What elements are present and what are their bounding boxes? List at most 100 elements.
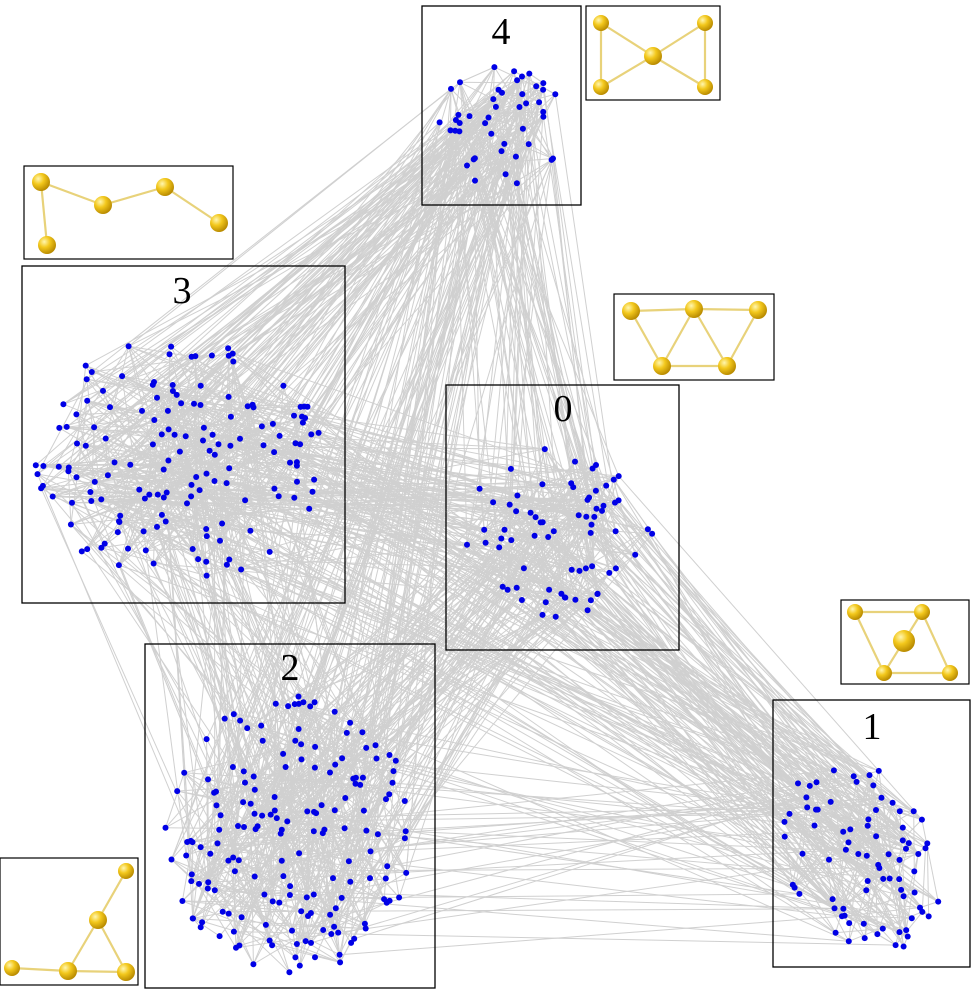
cluster-1-node xyxy=(781,833,788,840)
cluster-2-node xyxy=(373,755,380,762)
molecule-inset-cluster-1 xyxy=(840,599,970,685)
cluster-3-node xyxy=(203,470,210,477)
inter-cluster-edge xyxy=(523,567,869,820)
inter-cluster-edge xyxy=(230,445,868,827)
cluster-1-node xyxy=(873,807,879,813)
intra-cluster-edge xyxy=(895,911,923,946)
cluster-3-node xyxy=(73,411,80,418)
inter-cluster-edge xyxy=(216,156,517,806)
cluster-1-node xyxy=(910,808,917,815)
inter-cluster-edge xyxy=(484,123,537,518)
cluster-3-node xyxy=(275,493,282,500)
cluster-3-node xyxy=(227,442,234,449)
cluster-2-node xyxy=(318,802,325,809)
cluster-2-node xyxy=(188,871,195,878)
cluster-2-node xyxy=(401,835,408,842)
cluster-2-node xyxy=(251,873,258,880)
inter-cluster-edge xyxy=(207,544,468,889)
inter-cluster-edge xyxy=(200,79,518,387)
cluster-2-node xyxy=(291,701,298,708)
cluster-4-node xyxy=(525,141,532,148)
inter-cluster-edge xyxy=(590,532,869,827)
cluster-3-node xyxy=(280,382,287,389)
inter-cluster-edge xyxy=(509,504,870,776)
cluster-2-node xyxy=(278,857,285,864)
cluster-1-node xyxy=(863,887,870,894)
cluster-2-node xyxy=(259,737,266,744)
inter-cluster-edge xyxy=(354,774,870,940)
cluster-3-node xyxy=(315,429,322,436)
cluster-2-node xyxy=(332,905,339,912)
cluster-2-node xyxy=(307,910,314,916)
inter-cluster-edge xyxy=(152,384,284,755)
inter-cluster-edge xyxy=(101,483,543,549)
cluster-3-node xyxy=(151,417,158,423)
inter-cluster-edge xyxy=(296,465,843,917)
intra-cluster-edge xyxy=(265,924,366,929)
inter-cluster-edge xyxy=(322,158,554,931)
cluster-0-node xyxy=(546,586,553,593)
cluster-2-node xyxy=(389,779,396,786)
cluster-3-node xyxy=(203,533,210,540)
cluster-2-node xyxy=(374,831,381,838)
cluster-3-node xyxy=(141,495,148,502)
cluster-3-node xyxy=(200,424,207,431)
cluster-4-node xyxy=(457,79,463,86)
cluster-1-node xyxy=(903,927,910,934)
cluster-2-node xyxy=(307,703,314,710)
intra-cluster-edge xyxy=(128,345,174,386)
cluster-3-node xyxy=(271,485,278,492)
cluster-3-node xyxy=(193,474,200,480)
inter-cluster-edge xyxy=(191,356,300,854)
cluster-1-node xyxy=(830,767,837,774)
cluster-2-node xyxy=(251,786,258,793)
cluster-2-node xyxy=(235,857,242,864)
intra-cluster-edge xyxy=(926,843,930,917)
cluster-2-node xyxy=(187,837,194,844)
inter-cluster-edge xyxy=(157,494,255,814)
cluster-2-node xyxy=(250,773,257,780)
cluster-4-node xyxy=(464,162,470,169)
inter-cluster-edge xyxy=(67,470,239,827)
cluster-label-layer: 0 1 2 3 4 xyxy=(173,11,882,748)
cluster-3-node xyxy=(287,459,293,466)
cluster-4-node xyxy=(466,113,473,120)
inter-cluster-edge xyxy=(240,569,850,942)
cluster-0-box xyxy=(445,384,680,651)
cluster-3-node xyxy=(142,547,149,554)
inter-cluster-edge xyxy=(52,496,914,812)
cluster-2-node xyxy=(237,717,244,724)
intra-cluster-edge xyxy=(67,471,72,525)
cluster-3-box xyxy=(21,265,346,604)
cluster-0-node xyxy=(568,566,575,573)
intra-cluster-edge xyxy=(42,346,130,487)
cluster-3-node xyxy=(69,499,75,506)
cluster-4-node xyxy=(436,119,443,126)
cluster-3-node xyxy=(101,540,108,547)
cluster-0-node xyxy=(562,594,569,601)
cluster-2-node xyxy=(240,799,247,806)
cluster-1-node xyxy=(831,905,838,912)
inter-cluster-edge xyxy=(338,853,889,934)
inter-cluster-edge xyxy=(330,568,525,935)
cluster-3-node xyxy=(78,548,85,555)
inter-cluster-edge xyxy=(171,122,461,860)
cluster-2-node xyxy=(197,844,204,851)
inter-cluster-edge xyxy=(230,416,869,820)
cluster-3-node xyxy=(65,468,72,475)
inter-cluster-edge xyxy=(474,158,536,536)
cluster-3-node xyxy=(242,497,249,504)
cluster-2-node xyxy=(225,910,232,917)
inter-cluster-edge xyxy=(206,575,343,899)
cluster-3-node xyxy=(83,376,90,383)
cluster-3-node xyxy=(38,485,45,492)
intra-cluster-edge xyxy=(921,848,926,912)
cluster-1-node xyxy=(863,852,870,859)
inter-cluster-edge xyxy=(117,131,460,533)
cluster-3-node xyxy=(276,432,283,439)
cluster-0-node xyxy=(527,509,534,516)
cluster-3-node xyxy=(196,487,203,494)
cluster-2-node xyxy=(360,807,367,814)
cluster-1-node xyxy=(918,816,925,823)
cluster-3-node xyxy=(158,511,165,518)
